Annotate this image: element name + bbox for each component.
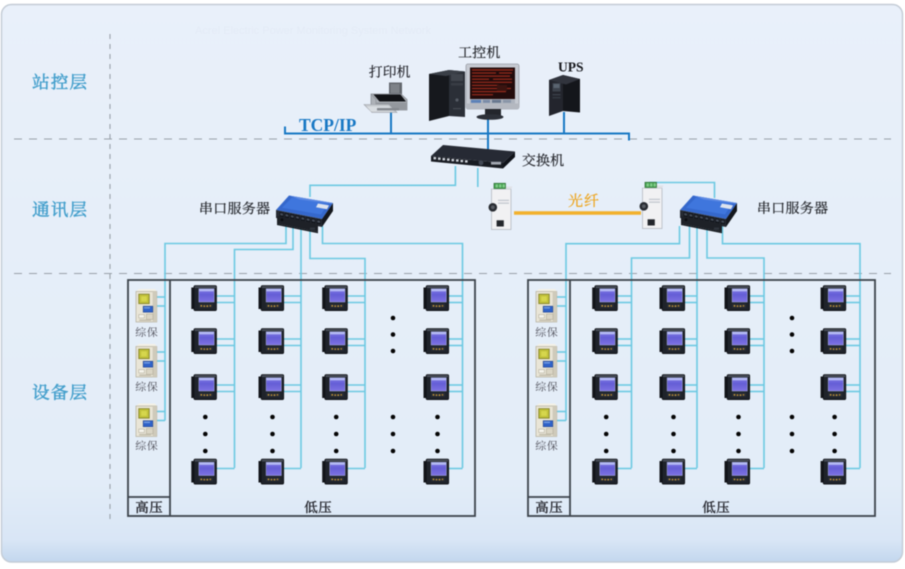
svg-text:Acrel Electric Power Monito: Acrel Electric Power Monitoring System N… xyxy=(195,25,431,37)
svg-text:UPS: UPS xyxy=(558,60,584,75)
svg-text:TCP/IP: TCP/IP xyxy=(299,115,357,135)
